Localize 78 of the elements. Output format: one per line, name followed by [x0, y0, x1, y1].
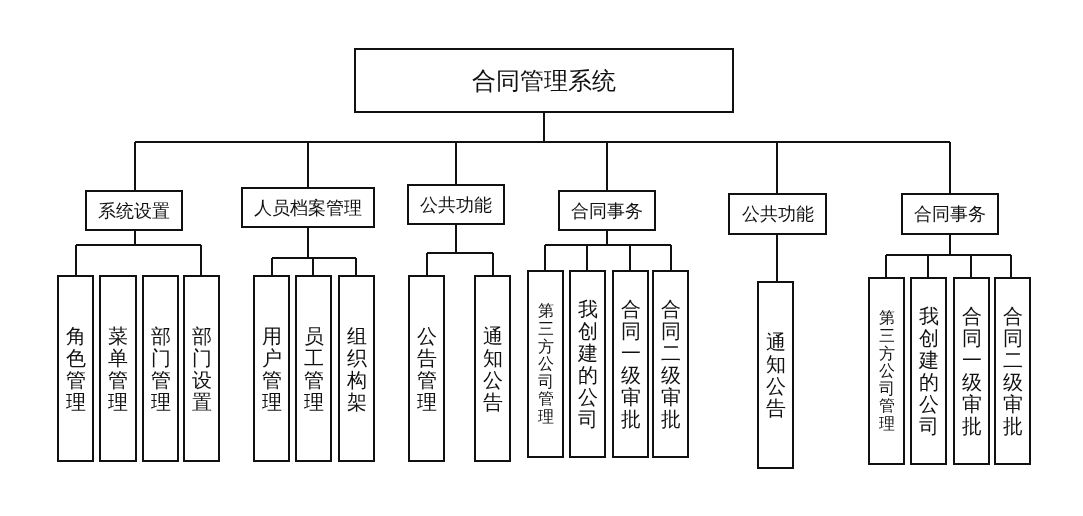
connector-line — [949, 141, 951, 194]
connector-line — [606, 141, 608, 191]
module-label: 我创建的公司 — [577, 298, 598, 430]
module-box — [558, 190, 656, 231]
module-label: 组织构架 — [346, 324, 367, 413]
module-box — [652, 270, 689, 458]
module-label: 公共功能 — [741, 202, 814, 226]
module-label: 菜单管理 — [108, 324, 128, 413]
connector-line — [776, 234, 778, 282]
module-box — [85, 190, 183, 231]
connector-line — [355, 257, 357, 276]
module-label: 合同事务 — [914, 202, 986, 226]
module-label: 合同事务 — [571, 198, 643, 223]
module-label: 系统设置 — [98, 198, 170, 223]
module-label: 合同二级审批 — [1002, 305, 1023, 437]
module-box — [338, 275, 375, 462]
module-label: 人员档案管理 — [254, 195, 362, 220]
connector-line — [629, 244, 631, 271]
module-box — [728, 193, 827, 235]
connector-line — [927, 254, 929, 278]
module-label: 员工管理 — [303, 324, 324, 413]
connector-line — [312, 257, 314, 276]
connector-line — [271, 257, 273, 276]
connector-line — [271, 227, 357, 259]
module-label: 合同一级审批 — [620, 298, 641, 430]
connector-line — [75, 230, 202, 246]
module-box — [253, 275, 290, 462]
connector-line — [134, 112, 951, 143]
module-label: 第三方公司管理 — [878, 309, 895, 433]
module-label: 通知公告 — [482, 324, 503, 413]
module-box — [183, 275, 220, 462]
connector-line — [544, 230, 672, 246]
module-box — [142, 275, 179, 462]
module-label: 公共功能 — [420, 192, 492, 217]
module-box — [901, 193, 999, 235]
module-label: 部门设置 — [191, 324, 212, 413]
module-box — [241, 187, 375, 228]
module-box — [527, 270, 564, 458]
connector-line — [885, 234, 1012, 256]
module-box — [57, 275, 94, 462]
module-label: 通知公告 — [765, 331, 786, 419]
module-label: 合同一级审批 — [961, 305, 982, 437]
connector-line — [426, 224, 494, 254]
module-label: 角色管理 — [65, 324, 86, 413]
connector-line — [1010, 254, 1012, 278]
connector-line — [134, 141, 136, 191]
module-box — [757, 281, 794, 469]
module-box — [407, 184, 505, 225]
module-label: 部门管理 — [150, 324, 171, 413]
module-box — [868, 277, 905, 465]
module-box — [569, 270, 606, 458]
module-label: 合同二级审批 — [660, 298, 681, 430]
module-box — [474, 275, 511, 462]
module-box — [910, 277, 947, 465]
connector-line — [670, 244, 672, 271]
connector-line — [307, 141, 309, 188]
module-box — [612, 270, 649, 458]
module-box — [99, 275, 137, 462]
connector-line — [586, 244, 588, 271]
module-label: 合同管理系统 — [472, 65, 616, 97]
connector-line — [455, 141, 457, 185]
connector-line — [75, 244, 77, 276]
module-box — [295, 275, 332, 462]
module-box — [354, 48, 734, 113]
connector-line — [885, 254, 887, 278]
connector-line — [200, 244, 202, 276]
connector-line — [544, 244, 546, 271]
module-box — [994, 277, 1031, 465]
connector-line — [492, 252, 494, 276]
module-box — [953, 277, 990, 465]
module-box — [408, 275, 445, 462]
module-label: 公告管理 — [416, 324, 437, 413]
connector-line — [970, 254, 972, 278]
connector-line — [776, 141, 778, 194]
module-label: 第三方公司管理 — [537, 302, 554, 426]
module-label: 用户管理 — [261, 324, 282, 413]
connector-line — [426, 252, 428, 276]
module-label: 我创建的公司 — [918, 305, 939, 437]
